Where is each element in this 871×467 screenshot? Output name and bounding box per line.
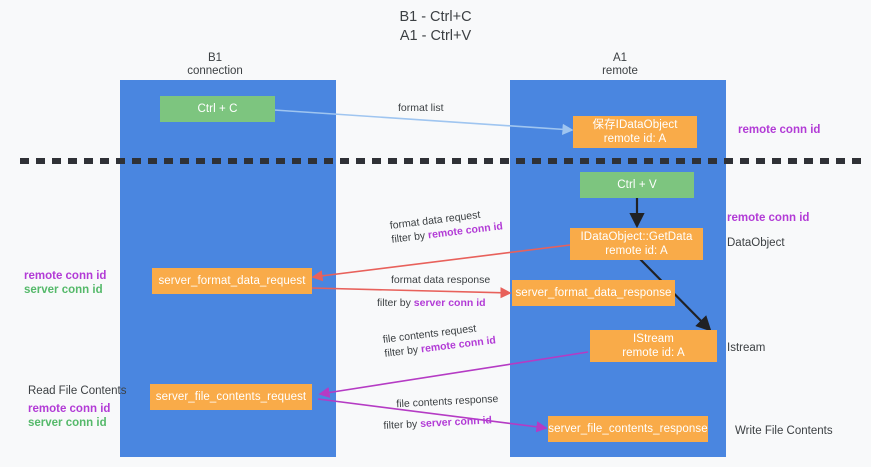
node-save-idataobject-line2: remote id: A	[603, 133, 667, 145]
node-server-file-contents-request[interactable]: server_file_contents_request	[150, 384, 312, 410]
node-server-format-data-request-label: server_format_data_request	[158, 275, 306, 287]
filter-key-server-conn-id: server conn id	[413, 297, 486, 309]
node-save-idataobject-line1: 保存IDataObject	[592, 119, 678, 131]
node-idataobject-getdata-line1: IDataObject::GetData	[580, 231, 693, 243]
edge-label-format-data-response-l2: filter by server conn id	[377, 296, 490, 310]
node-ctrl-v-label: Ctrl + V	[617, 179, 657, 191]
filter-by-prefix: filter by	[383, 343, 422, 360]
filter-by-prefix: filter by	[377, 297, 414, 309]
annotation-read-file-contents: Read File Contents	[28, 385, 127, 397]
node-server-file-contents-request-label: server_file_contents_request	[155, 391, 307, 403]
lane-header-a1-line2: remote	[602, 65, 638, 77]
annotation-istream: Istream	[727, 342, 766, 354]
lane-header-a1-line1: A1	[612, 52, 628, 64]
annotation-left-server-conn-id-2: server conn id	[28, 417, 107, 429]
annotation-remote-conn-id-mid: remote conn id	[727, 212, 810, 224]
annotation-left-remote-conn-id-2: remote conn id	[28, 403, 111, 415]
node-server-file-contents-response-label: server_file_contents_response	[548, 423, 708, 435]
annotation-left-server-conn-id: server conn id	[24, 284, 103, 296]
edge-label-format-data-response-l1: format data response	[391, 274, 491, 286]
node-server-format-data-response[interactable]: server_format_data_response	[512, 280, 675, 306]
edge-label-format-data-request: format data request filter by remote con…	[389, 205, 504, 246]
filter-by-prefix: filter by	[390, 229, 429, 246]
annotation-left-remote-conn-id: remote conn id	[24, 270, 107, 282]
node-idataobject-getdata[interactable]: IDataObject::GetData remote id: A	[570, 228, 703, 260]
edge-label-format-list-text: format list	[398, 102, 444, 114]
annotation-dataobject: DataObject	[727, 237, 785, 249]
lane-header-b1-line2: connection	[187, 65, 243, 77]
node-idataobject-getdata-line2: remote id: A	[605, 245, 668, 257]
node-istream-line2: remote id: A	[622, 347, 685, 359]
node-server-file-contents-response[interactable]: server_file_contents_response	[548, 416, 708, 442]
edge-label-format-data-response: format data response filter by server co…	[377, 273, 490, 310]
edge-label-file-contents-response: file contents response filter by server …	[382, 392, 500, 433]
annotation-remote-conn-id-top: remote conn id	[738, 124, 821, 136]
node-ctrl-c-label: Ctrl + C	[197, 103, 238, 115]
node-ctrl-c[interactable]: Ctrl + C	[160, 96, 275, 122]
node-istream-line1: IStream	[633, 333, 674, 345]
edge-label-file-contents-request: file contents request filter by remote c…	[382, 319, 497, 360]
diagram-title-line2: A1 - Ctrl+V	[399, 28, 472, 44]
filter-key-server-conn-id: server conn id	[419, 414, 493, 431]
node-ctrl-v[interactable]: Ctrl + V	[580, 172, 694, 198]
lane-header-b1-line1: B1	[207, 52, 223, 64]
node-save-idataobject[interactable]: 保存IDataObject remote id: A	[573, 116, 697, 148]
filter-by-prefix: filter by	[383, 418, 421, 432]
node-server-format-data-response-label: server_format_data_response	[515, 287, 672, 299]
node-istream[interactable]: IStream remote id: A	[590, 330, 717, 362]
edge-label-file-contents-response-l1: file contents response	[396, 392, 499, 411]
node-server-format-data-request[interactable]: server_format_data_request	[152, 268, 312, 294]
edge-label-format-list: format list	[398, 101, 444, 115]
edge-label-file-contents-response-l2: filter by server conn id	[383, 413, 500, 433]
diagram-title-line1: B1 - Ctrl+C	[399, 9, 472, 25]
annotation-write-file-contents: Write File Contents	[735, 425, 833, 437]
